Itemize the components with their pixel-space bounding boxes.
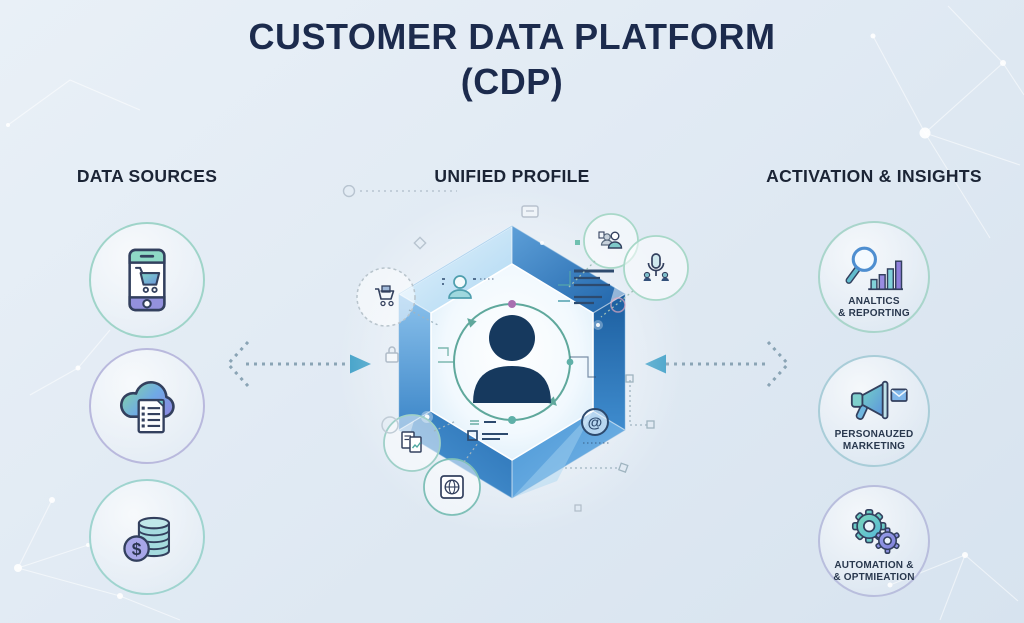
diagram-decorations: [342, 185, 655, 512]
page-title-line1: CUSTOMER DATA PLATFORM: [248, 16, 776, 57]
cycle-dot-bottom: [508, 416, 516, 424]
chat-icon: [521, 205, 539, 218]
insight-analytics-label: ANALTICS & REPORTING: [838, 296, 910, 319]
megaphone-email-icon: [850, 380, 908, 420]
satellite-commerce: [356, 267, 439, 327]
page-title-line2: (CDP): [460, 61, 564, 102]
insight-automation-label: AUTOMATION & & OPTMIEATION: [833, 560, 915, 583]
satellite-team: [568, 213, 639, 288]
profile-identity-at-icon: @: [570, 356, 609, 444]
page-title: CUSTOMER DATA PLATFORM (CDP): [0, 14, 1024, 104]
connector-node: [575, 240, 580, 245]
profile-checklist-icon: [467, 420, 508, 441]
report-checklist-icon: [401, 431, 422, 453]
shopping-cart-icon: [375, 285, 395, 307]
web-globe-icon: [440, 475, 464, 499]
svg-text:@: @: [588, 415, 603, 432]
header-unified-profile: UNIFIED PROFILE: [434, 166, 590, 186]
gears-icon: [851, 508, 900, 554]
header-activation-insights: ACTIVATION & INSIGHTS: [766, 166, 982, 186]
cloud-checklist-icon: [120, 381, 175, 434]
data-source-cloud-data: [89, 348, 205, 464]
insight-automation: AUTOMATION & & OPTMIEATION: [818, 485, 930, 597]
customer-profile-icon: [473, 315, 551, 403]
profile-data-lines-icon: [558, 269, 614, 305]
profile-attributes-icon: [442, 275, 494, 299]
connector-bracket-left: [438, 347, 454, 363]
lock-icon: [385, 346, 399, 363]
insight-analytics: ANALTICS & REPORTING: [818, 221, 930, 333]
insight-marketing-label: PERSONAUZED MARKETING: [834, 429, 914, 452]
microphone-icon: [643, 253, 669, 281]
satellite-web: [423, 442, 481, 516]
svg-text:$: $: [132, 539, 142, 559]
smartphone-shopping-cart-icon: [128, 248, 166, 312]
cycle-dot-right: [566, 358, 574, 366]
coins-dollar-icon: $: [123, 516, 171, 562]
unified-profile-diagram: @: [337, 185, 689, 535]
satellite-report: [383, 414, 457, 472]
satellite-voice: [600, 235, 689, 318]
team-icon: [598, 231, 623, 249]
data-source-mobile-commerce: [89, 222, 205, 338]
header-data-sources: DATA SOURCES: [76, 166, 218, 186]
insight-marketing: PERSONAUZED MARKETING: [818, 355, 930, 467]
analytics-magnifier-bar-chart-icon: [845, 246, 903, 291]
cycle-dot-purple: [508, 300, 516, 308]
data-source-transactions: $: [89, 479, 205, 595]
